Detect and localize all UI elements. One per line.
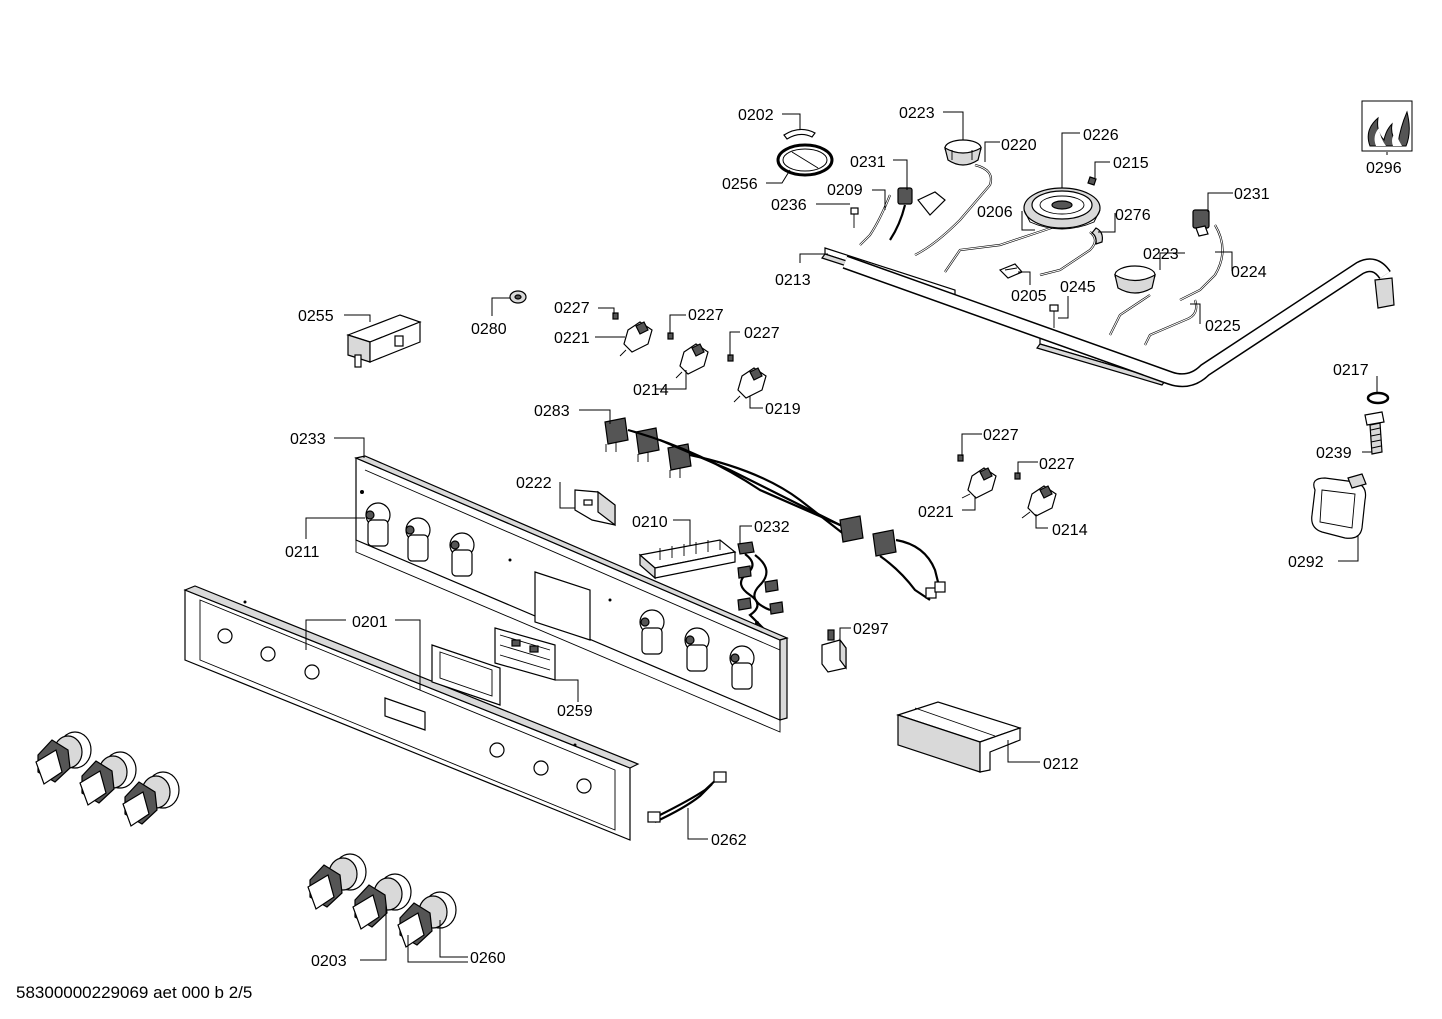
part-0210-terminal-block	[638, 539, 737, 580]
part-0223-burner-cup-b	[1114, 265, 1156, 294]
label-0233: 0233	[290, 431, 326, 448]
label-0232: 0232	[754, 519, 790, 536]
label-0202: 0202	[738, 107, 774, 124]
part-0205-clip	[998, 263, 1023, 279]
label-0217: 0217	[1333, 362, 1369, 379]
label-0203: 0203	[311, 953, 347, 970]
label-0297: 0297	[853, 621, 889, 638]
label-0209: 0209	[827, 182, 863, 199]
label-0224: 0224	[1231, 264, 1267, 281]
part-0226-burner-head	[1023, 187, 1101, 230]
part-0219-valve	[727, 354, 767, 403]
part-0256-gasket	[776, 143, 834, 177]
part-0280-grommet	[509, 290, 527, 304]
part-0239-bolt	[1364, 411, 1385, 455]
label-0260: 0260	[470, 950, 506, 967]
label-0223: 0223	[1143, 246, 1179, 263]
label-0201: 0201	[352, 614, 388, 631]
part-0231-connector-b	[1192, 209, 1210, 237]
part-0233-control-panel-back	[354, 455, 789, 733]
label-0214: 0214	[1052, 522, 1088, 539]
part-knobs-left	[35, 731, 180, 827]
label-0225: 0225	[1205, 318, 1241, 335]
label-0231: 0231	[1234, 186, 1270, 203]
label-0236: 0236	[771, 197, 807, 214]
part-0292-regulator	[1311, 473, 1367, 539]
part-0217-washer	[1366, 391, 1390, 405]
label-0262: 0262	[711, 832, 747, 849]
label-0231: 0231	[850, 154, 886, 171]
part-0262-cable	[647, 771, 727, 823]
label-0219: 0219	[765, 401, 801, 418]
part-0214-valve-b	[1014, 472, 1057, 519]
label-0227: 0227	[983, 427, 1019, 444]
part-0297-switch	[821, 629, 847, 673]
part-0211-screws	[365, 510, 740, 663]
label-0227: 0227	[1039, 456, 1075, 473]
label-0296: 0296	[1366, 160, 1402, 177]
label-0227: 0227	[688, 307, 724, 324]
label-0256: 0256	[722, 176, 758, 193]
label-0211: 0211	[285, 544, 320, 561]
part-0215-screw	[1087, 176, 1097, 186]
label-0227: 0227	[744, 325, 780, 342]
label-0239: 0239	[1316, 445, 1352, 462]
part-0232-wiring-loom	[737, 541, 784, 631]
part-0221-valve-a	[612, 312, 653, 357]
label-0227: 0227	[554, 300, 590, 317]
gas-pipes	[859, 163, 1224, 346]
part-0245-screw	[1049, 304, 1059, 328]
part-labels: 0202 0256 0223 0220 0226 0215 0231 0209 …	[285, 105, 1402, 970]
label-0206: 0206	[977, 204, 1013, 221]
part-0223-burner-cup-a	[944, 139, 982, 166]
label-0221: 0221	[554, 330, 590, 347]
leader-lines	[305, 111, 1388, 963]
label-0213: 0213	[775, 272, 811, 289]
label-0212: 0212	[1043, 756, 1079, 773]
label-0220: 0220	[1001, 137, 1037, 154]
part-gas-manifold-tube	[842, 255, 1395, 388]
part-0259-electronic-module	[494, 627, 556, 681]
part-0222-bracket	[574, 489, 616, 527]
label-0255: 0255	[298, 308, 334, 325]
label-0276: 0276	[1115, 207, 1151, 224]
part-0231-connector-a	[889, 187, 946, 241]
part-0221-valve-b	[957, 454, 997, 499]
part-0255-ignition-module	[346, 314, 422, 368]
document-id: 58300000229069 aet 000 b 2/5	[16, 983, 252, 1002]
label-0221: 0221	[918, 504, 954, 521]
label-0222: 0222	[516, 475, 552, 492]
part-0201-front-fascia	[183, 585, 640, 841]
label-0280: 0280	[471, 321, 507, 338]
label-0226: 0226	[1083, 127, 1119, 144]
label-0214: 0214	[633, 382, 669, 399]
label-0259: 0259	[557, 703, 593, 720]
label-0215: 0215	[1113, 155, 1149, 172]
part-0202-clip	[783, 128, 816, 140]
part-0283-switch-harness	[604, 417, 946, 601]
label-0210: 0210	[632, 514, 668, 531]
label-0283: 0283	[534, 403, 570, 420]
label-0205: 0205	[1011, 288, 1047, 305]
label-0245: 0245	[1060, 279, 1096, 296]
label-0292: 0292	[1288, 554, 1324, 571]
part-0236-screw	[850, 207, 859, 228]
part-0296-gas-symbol	[1361, 100, 1413, 152]
part-0212-cover	[896, 701, 1022, 773]
part-0214-valve-a	[667, 332, 709, 379]
part-knobs-bottom	[307, 853, 457, 948]
label-0223: 0223	[899, 105, 935, 122]
